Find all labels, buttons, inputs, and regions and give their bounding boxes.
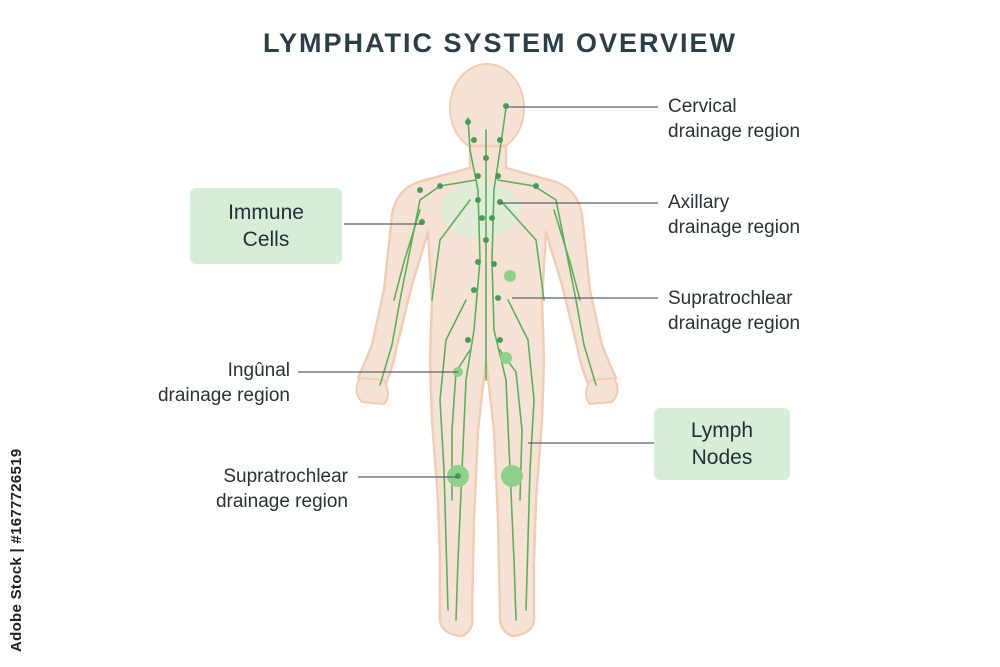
immune-cells-box: Immune Cells	[190, 188, 342, 264]
stock-watermark: Adobe Stock | #1677726519	[6, 430, 28, 655]
label-inguinal: Ingûnal drainage region	[150, 358, 290, 408]
label-cervical: Cervical drainage region	[668, 94, 800, 144]
body-silhouette	[356, 64, 617, 636]
lymph-nodes-box: Lymph Nodes	[654, 408, 790, 480]
label-supratrochlear-right: Supratrochlear drainage region	[668, 286, 800, 336]
label-supratrochlear-left: Supratrochlear drainage region	[190, 464, 348, 514]
label-axillary: Axillary drainage region	[668, 190, 800, 240]
